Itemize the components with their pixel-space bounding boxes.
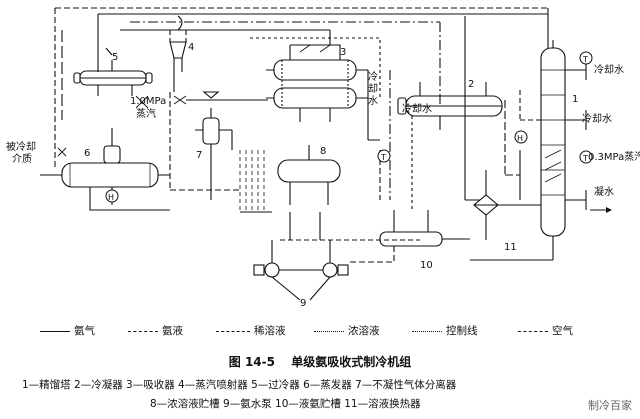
label-6: 6 [84,148,90,159]
absorber-3 [266,44,368,122]
valve-1 [135,95,149,109]
label-h-1: H [108,193,114,202]
label-cw-rectifier-top: 冷却水 [594,63,624,76]
label-4: 4 [188,42,194,53]
ammonia-pumps-9 [253,212,420,301]
evaporator-6 [40,128,170,211]
label-t-3: T [582,154,588,163]
label-9: 9 [300,298,306,309]
label-2: 2 [468,79,474,90]
strong-tank-8 [239,145,341,213]
label-steam-1mpa-b: 蒸汽 [136,107,156,120]
pipe-top-4 [250,37,381,100]
label-10: 10 [420,260,433,271]
label-3: 3 [340,47,346,58]
label-steam-03: 0.3MPa蒸汽 [588,150,640,163]
label-cooled-medium-b: 介质 [12,153,32,165]
pipe-top-solid [97,13,548,72]
valve-3 [57,147,67,157]
label-cw-absorber-b: 却 [368,83,378,95]
t-gauge-1 [377,149,391,163]
figure-caption: 图 14-5 单级氨吸收式制冷机组 [0,353,640,370]
separator-7 [195,91,232,200]
h-gauge-1 [105,189,119,203]
label-7: 7 [196,150,202,161]
legend-item-strong-solution: 浓溶液 [314,323,380,338]
label-t-2: T [582,55,588,64]
label-cw-condenser: 冷却水 [402,102,432,115]
ammonia-absorption-diagram: 1 2 3 4 5 6 7 8 9 10 11 1.0MPa 蒸汽 被冷却 介质… [6,7,640,309]
pipe-mid-4 [367,70,380,141]
label-h-2: H [517,134,523,143]
label-5: 5 [112,52,118,63]
arrow-condensate [606,207,612,213]
watermark: 制冷百家 [588,399,632,412]
pipe-mid-1 [169,92,240,191]
label-8: 8 [320,146,326,157]
label-1: 1 [572,94,578,105]
subcooler-5 [73,47,153,96]
heat-exchanger-11 [473,170,541,240]
steam-ejector-4 [169,15,187,92]
label-t-1: T [380,153,386,162]
pipe-top-5 [464,16,480,201]
t-gauge-3 [579,150,593,164]
legend-item-ammonia-liquid: 氨液 [128,323,183,338]
label-cooled-medium: 被冷却 [6,140,36,153]
pipe-mid-7 [504,100,520,176]
component-list-line-1: 1—精馏塔 2—冷凝器 3—吸收器 4—蒸汽喷射器 5—过冷器 6—蒸发器 7—… [22,379,457,391]
component-list-line-2: 8—浓溶液贮槽 9—氨水泵 10—液氨贮槽 11—溶液换热器 [150,398,421,410]
valve-2 [173,95,187,105]
label-11: 11 [504,242,517,253]
condenser-2 [389,70,503,200]
pipe-top-2 [130,21,441,105]
h-gauge-2 [514,130,528,144]
legend-item-air: 空气 [518,323,573,338]
ammonia-tank-10 [350,210,470,263]
figure-number: 图 14-5 [228,355,275,369]
legend-item-weak-solution: 稀溶液 [216,323,286,338]
label-cw-absorber-c: 水 [368,95,378,107]
legend-item-control-line: 控制线 [412,323,478,338]
label-cw-rectifier-mid: 冷却水 [582,112,612,125]
rectifier-1 [470,40,608,261]
label-steam-1mpa: 1.0MPa [130,96,166,107]
legend-item-ammonia-gas: 氨气 [40,323,95,338]
label-cw-absorber: 冷 [368,70,378,83]
label-condensate: 凝水 [594,186,614,198]
t-gauge-2 [579,51,593,65]
figure-title: 单级氨吸收式制冷机组 [291,355,412,369]
